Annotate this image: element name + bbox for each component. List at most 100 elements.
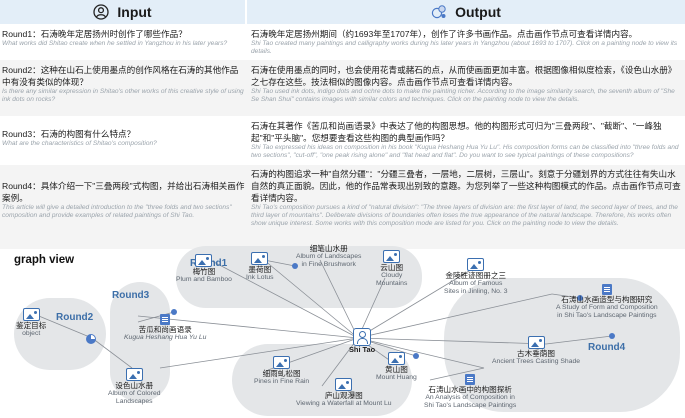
- edge: [209, 259, 359, 339]
- cluster-round1: [176, 246, 422, 308]
- row4-input: Round4：具体介绍一下"三叠两段"式构图，并给出石涛相关画作案例。 This…: [2, 180, 245, 220]
- node-label-zh: 鉴定目标: [16, 321, 47, 330]
- row2-output: 石涛在使用墨点的同时，也会使用花青或赭石的点，从而使画面更加丰富。根据图像相似度…: [251, 64, 683, 104]
- node-label-en: Mount Huang: [376, 374, 417, 381]
- center-node-shi-tao[interactable]: Shi Tao: [349, 328, 375, 354]
- node-plum-bamboo[interactable]: 梅竹图 Plum and Bamboo: [176, 254, 232, 284]
- node-pie[interactable]: [86, 334, 96, 344]
- node-label-zh: 梅竹图: [192, 267, 216, 276]
- painting-icon: [195, 254, 213, 267]
- node-label-en-italic: Kugua Heshang Hua Yu Lu: [124, 334, 207, 341]
- edge: [91, 337, 133, 369]
- node-mount-huang[interactable]: 黄山图 Mount Huang: [376, 352, 417, 382]
- book-icon: [465, 374, 476, 385]
- node-label-zh: 石涛山水画中的构图探析: [428, 385, 512, 394]
- node-label-en: object: [22, 330, 41, 337]
- node-kugua-heshang[interactable]: 苦瓜和尚画语录 Kugua Heshang Hua Yu Lu: [124, 314, 206, 342]
- node-label-en: Shi Tao's Landscape Paintings: [424, 402, 517, 409]
- row4-output-zh: 石涛的构图追求一种"自然分疆"："分疆三叠者，一层地，二层树，三层山"。刻意于分…: [251, 169, 681, 203]
- row2-output-zh: 石涛在使用墨点的同时，也会使用花青或赭石的点，从而使画面更加丰富。根据图像相似度…: [251, 65, 677, 87]
- row4-input-en: This article will give a detailed introd…: [2, 204, 232, 220]
- center-label: Shi Tao: [349, 345, 376, 354]
- node-pines-fine-rain[interactable]: 细雨虬松图 Pines in Fine Rain: [254, 356, 309, 386]
- node-label-en: Album of Colored: [108, 390, 161, 397]
- row4-output: 石涛的构图追求一种"自然分疆"："分疆三叠者，一层地，二层树，三层山"。刻意于分…: [251, 168, 683, 229]
- edge: [357, 267, 475, 339]
- edge: [137, 315, 359, 339]
- node-label-zh: 细笔山水册: [309, 244, 348, 253]
- painting-icon: [527, 336, 545, 349]
- node-colored-landscapes[interactable]: 设色山水册 Album of Colored Landscapes: [108, 368, 161, 406]
- painting-icon: [125, 368, 143, 381]
- node-label-zh: 金陵胜迹图册之三: [445, 271, 507, 280]
- graph-view: graph view: [0, 244, 685, 418]
- node-waterfall-mount-lu[interactable]: 庐山观瀑图 Viewing a Waterfall at Mount Lu: [296, 378, 392, 408]
- edge: [551, 293, 581, 299]
- row3-output-en: Shi Tao expressed his ideas on compositi…: [251, 144, 679, 160]
- graph-title: graph view: [14, 254, 75, 266]
- input-header: Input: [0, 0, 245, 24]
- node-object[interactable]: 鉴定目标 object: [16, 308, 46, 338]
- node-label-en: Sites in Jinling, No. 3: [444, 288, 508, 295]
- person-icon: [353, 328, 372, 346]
- node-label-en: A Study of Form and Composition: [556, 304, 658, 311]
- node-study-form-composition[interactable]: 石涛山水画造型与构图研究 A Study of Form and Composi…: [556, 284, 658, 320]
- row-background: [0, 165, 685, 249]
- node-ancient-trees[interactable]: 古木垂荫图 Ancient Trees Casting Shade: [492, 336, 580, 366]
- node-label-en: Viewing a Waterfall at Mount Lu: [296, 400, 392, 407]
- painting-icon: [383, 250, 401, 263]
- node-label-en: Cloudy: [381, 272, 403, 279]
- pie-icon: [86, 334, 96, 344]
- round2-label: Round2: [56, 312, 94, 323]
- node-dot: [577, 295, 583, 301]
- painting-icon: [467, 258, 485, 271]
- node-fine-brushwork[interactable]: 细笔山水册 Album of Landscapes in Fine Brushw…: [296, 244, 361, 269]
- node-label-en: Ancient Trees Casting Shade: [492, 358, 581, 365]
- node-label-zh: 黄山图: [385, 365, 408, 374]
- node-label-en: Landscapes: [115, 398, 153, 405]
- node-composition-analysis[interactable]: 石涛山水画中的构图探析 An Analysis of Composition i…: [424, 374, 516, 410]
- node-label-en: Plum and Bamboo: [176, 276, 232, 283]
- node-label-en: Kugua Heshang Hua Yu Lu: [124, 334, 206, 342]
- painting-icon: [251, 252, 269, 265]
- edge: [545, 335, 613, 345]
- node-cloudy-mountains[interactable]: 云山图 Cloudy Mountains: [376, 250, 407, 288]
- edge: [321, 337, 359, 387]
- node-label-zh: 墨荷图: [248, 265, 272, 274]
- node-jinling-sites[interactable]: 金陵胜迹图册之三 Album of Famous Sites in Jinlin…: [444, 258, 507, 296]
- cluster-lower: [232, 344, 412, 416]
- edge: [357, 293, 553, 339]
- cluster-round3: [110, 282, 170, 402]
- node-label-zh: 石涛山水画造型与构图研究: [561, 295, 653, 304]
- row3-output-zh: 石涛在其著作《苦瓜和尚画语录》中表达了他的构图思想。他的构图形式可归为"三叠两段…: [251, 121, 662, 143]
- node-label-en: Album of Landscapes: [296, 253, 362, 260]
- node-label-en: Album of Famous: [449, 280, 503, 287]
- row4-output-en: Shi Tao's composition pursues a kind of …: [251, 204, 678, 228]
- row4-input-zh: Round4：具体介绍一下"三叠两段"式构图，并给出石涛相关画作案例。: [2, 181, 245, 203]
- node-label-en: Ink Lotus: [246, 274, 274, 281]
- user-icon: [93, 4, 110, 20]
- edge: [357, 337, 485, 369]
- round3-label: Round3: [112, 290, 150, 301]
- row2-input-zh: Round2：这种在山石上使用墨点的创作风格在石涛的其他作品中有没有类似的体现？: [2, 65, 239, 87]
- row3-input-en: What are the characteristics of Shitao's…: [2, 140, 157, 147]
- row2-output-en: Shi Tao used ink dots, indigo dots and o…: [251, 88, 675, 104]
- edge: [429, 367, 485, 381]
- node-label-en: An Analysis of Composition in: [425, 394, 515, 401]
- node-label-en: Pines in Fine Rain: [254, 378, 310, 385]
- painting-icon: [22, 308, 40, 321]
- cluster-round4: [444, 278, 680, 412]
- edge: [159, 337, 359, 369]
- node-dot: [292, 263, 298, 269]
- book-icon: [160, 314, 171, 325]
- node-dot: [171, 309, 177, 315]
- output-header: Output: [247, 0, 685, 24]
- node-label-zh: 苦瓜和尚画语录: [138, 325, 192, 334]
- node-ink-lotus[interactable]: 墨荷图 Ink Lotus: [246, 252, 274, 282]
- row2-input: Round2：这种在山石上使用墨点的创作风格在石涛的其他作品中有没有类似的体现？…: [2, 64, 245, 104]
- row3-input-zh: Round3：石涛的构图有什么特点？: [2, 129, 136, 139]
- row2-input-en: Is there any similar expression in Shita…: [2, 88, 244, 104]
- output-header-label: Output: [455, 4, 501, 20]
- row1-output-zh: 石涛晚年定居扬州期间（约1693年至1707年），创作了许多书画作品。点击画作节…: [251, 29, 638, 39]
- node-dot: [609, 333, 615, 339]
